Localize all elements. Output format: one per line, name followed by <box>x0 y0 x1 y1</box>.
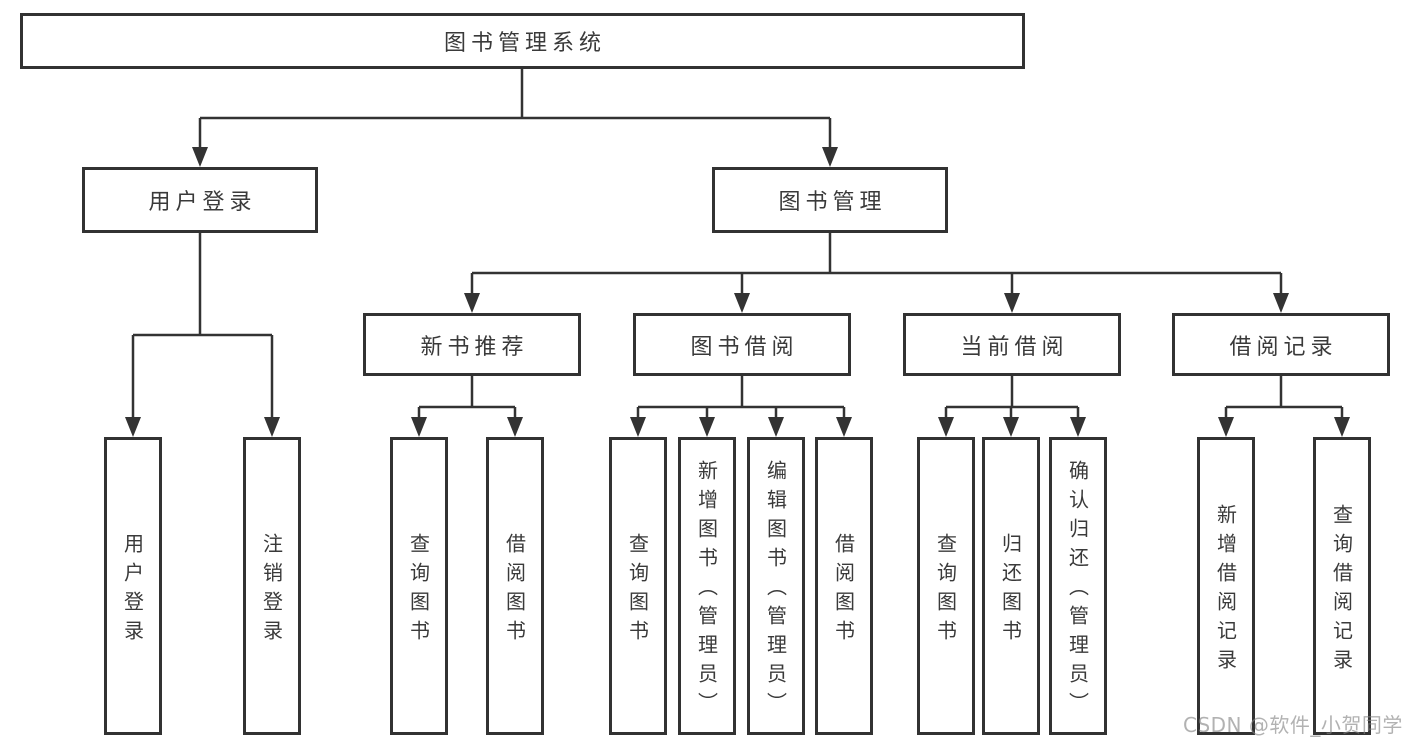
node-leaf-borrow-books-recommend-label: 借阅图书 <box>502 532 527 649</box>
tree-edges <box>131 69 1344 420</box>
node-leaf-query-books-recommend-label: 查询图书 <box>406 532 431 649</box>
node-leaf-query-books-borrowing: 查询图书 <box>609 437 667 735</box>
node-leaf-add-book-admin-label: 新增图书（管理员） <box>694 460 719 721</box>
node-book-borrowing: 图书借阅 <box>633 313 851 376</box>
node-leaf-query-books-recommend: 查询图书 <box>390 437 448 735</box>
node-leaf-edit-book-admin: 编辑图书（管理员） <box>747 437 805 735</box>
node-leaf-add-borrow-record: 新增借阅记录 <box>1197 437 1255 735</box>
node-book-management-label: 图书管理 <box>778 190 887 215</box>
node-leaf-confirm-return-admin-label: 确认归还（管理员） <box>1065 460 1090 721</box>
node-leaf-add-borrow-record-label: 新增借阅记录 <box>1213 503 1238 678</box>
node-new-book-recommendation: 新书推荐 <box>363 313 581 376</box>
node-user-login-label: 用户登录 <box>148 190 257 215</box>
node-leaf-query-books-current-label: 查询图书 <box>933 532 958 649</box>
node-leaf-query-books-current: 查询图书 <box>917 437 975 735</box>
node-leaf-add-book-admin: 新增图书（管理员） <box>678 437 736 735</box>
node-leaf-return-book: 归还图书 <box>982 437 1040 735</box>
node-borrowing-records: 借阅记录 <box>1172 313 1390 376</box>
node-book-management: 图书管理 <box>712 167 948 233</box>
node-book-borrowing-label: 图书借阅 <box>690 334 799 360</box>
node-leaf-query-borrow-record: 查询借阅记录 <box>1313 437 1371 735</box>
node-leaf-logout: 注销登录 <box>243 437 301 735</box>
node-leaf-edit-book-admin-label: 编辑图书（管理员） <box>763 460 788 721</box>
arrowheads <box>125 147 1350 437</box>
node-leaf-query-borrow-record-label: 查询借阅记录 <box>1329 503 1354 678</box>
csdn-watermark: CSDN @软件_小贺同学 <box>1183 713 1403 737</box>
node-leaf-borrow-books-borrowing: 借阅图书 <box>815 437 873 735</box>
node-leaf-return-book-label: 归还图书 <box>998 532 1023 649</box>
node-user-login: 用户登录 <box>82 167 318 233</box>
node-leaf-query-books-borrowing-label: 查询图书 <box>625 532 650 649</box>
node-leaf-user-login: 用户登录 <box>104 437 162 735</box>
node-leaf-borrow-books-borrowing-label: 借阅图书 <box>831 532 856 649</box>
node-new-book-recommendation-label: 新书推荐 <box>420 334 529 360</box>
node-borrowing-records-label: 借阅记录 <box>1229 334 1338 360</box>
node-library-management-system: 图书管理系统 <box>20 13 1025 69</box>
node-leaf-borrow-books-recommend: 借阅图书 <box>486 437 544 735</box>
node-leaf-user-login-label: 用户登录 <box>120 532 145 649</box>
node-library-management-system-label: 图书管理系统 <box>443 31 606 56</box>
node-current-borrowing-label: 当前借阅 <box>960 334 1069 360</box>
node-current-borrowing: 当前借阅 <box>903 313 1121 376</box>
node-leaf-confirm-return-admin: 确认归还（管理员） <box>1049 437 1107 735</box>
node-leaf-logout-label: 注销登录 <box>259 532 284 649</box>
